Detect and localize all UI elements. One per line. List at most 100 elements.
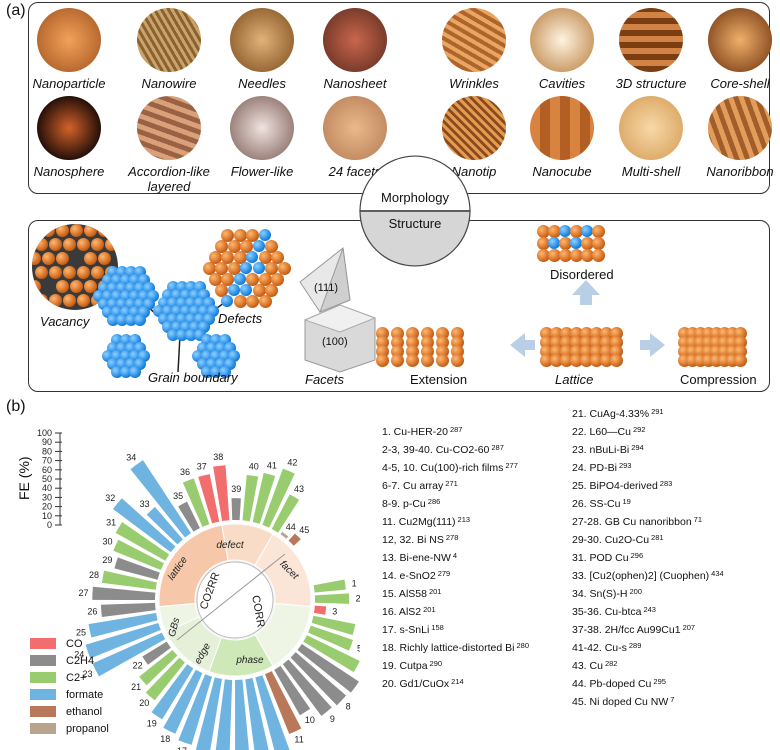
morphology-half-circle <box>359 155 471 212</box>
fe-bar-31 <box>115 522 170 561</box>
arrow-to-compression <box>640 333 665 357</box>
reference-text: 34. Sn(S)-H <box>572 588 628 600</box>
reference-citation: 200 <box>629 587 642 596</box>
fe-bar-5 <box>308 625 354 651</box>
fe-bar-label-45: 45 <box>299 525 309 535</box>
fe-bar-label-27: 27 <box>78 588 88 598</box>
cu-atom <box>63 238 76 251</box>
reference-entry: 11. Cu2Mg(111)213 <box>382 513 529 531</box>
dopant-atom <box>133 314 146 326</box>
fe-bar-11 <box>265 671 302 735</box>
cu-atom <box>35 266 48 279</box>
fe-bar-38 <box>213 465 230 522</box>
cu-atom <box>592 249 605 262</box>
cu-atom <box>84 224 97 237</box>
reference-citation: 286 <box>427 497 441 506</box>
dopant-atom <box>581 225 593 237</box>
fe-bar-13 <box>245 678 269 750</box>
dopant-atom <box>227 284 240 296</box>
morphology-caption: Nanoparticle <box>32 76 106 91</box>
cu-atom <box>98 224 111 237</box>
reference-citation: 294 <box>631 443 644 452</box>
fe-bar-9 <box>282 659 332 716</box>
cu-atom <box>77 294 90 307</box>
morphology-thumbnail-flower-like <box>230 96 294 160</box>
cu-atom <box>49 294 62 307</box>
cu-atom <box>570 225 583 238</box>
cu-atom <box>271 251 285 264</box>
morphology-thumbnail-cavities <box>530 8 594 72</box>
morphology-caption: Nanotip <box>451 164 497 179</box>
reference-text: 22. L60—Cu <box>572 426 631 438</box>
reference-text: 19. Cutpa <box>382 660 428 672</box>
cu-atom <box>208 251 222 264</box>
fe-bar-28 <box>101 570 157 590</box>
fe-axis-tick-label: 0 <box>47 520 52 530</box>
morphology-caption: Accordion-like layered <box>128 164 210 194</box>
cu-atom <box>91 266 104 279</box>
label-gbs: GBs <box>167 617 183 639</box>
cu-atom <box>70 280 83 293</box>
reference-citation: 291 <box>651 407 664 416</box>
dopant-atom <box>233 273 246 285</box>
morphology-caption: Flower-like <box>230 164 294 179</box>
reference-entry: 21. CuAg-4.33%291 <box>572 405 724 423</box>
reference-citation: 281 <box>651 533 664 542</box>
reference-text: 37-38. 2H/fcc Au99Cu1 <box>572 624 681 636</box>
fe-bar-44 <box>280 531 289 539</box>
morphology-caption: Nanoribbon <box>706 164 774 179</box>
legend-swatch <box>30 672 56 683</box>
cu-atom <box>63 266 76 279</box>
fe-bar-39 <box>231 498 241 521</box>
fe-bar-27 <box>92 586 156 600</box>
reference-citation: 278 <box>445 533 459 542</box>
cu-atom <box>537 249 550 262</box>
reference-citation: 292 <box>632 425 646 434</box>
cu-atom <box>77 238 90 251</box>
fe-bar-42 <box>262 468 295 528</box>
legend-item: C2H4 <box>30 652 109 669</box>
reference-text: 8-9. p-Cu <box>382 498 426 510</box>
fe-bar-1 <box>313 579 346 593</box>
morphology-caption: Multi-shell <box>621 164 681 179</box>
reference-text: 43. Cu <box>572 660 603 672</box>
morphology-thumbnail-wrinkles <box>442 8 506 72</box>
legend-swatch <box>30 655 56 666</box>
cu-atom <box>258 251 272 264</box>
cu-atom <box>271 273 285 286</box>
fe-axis-tick-label: 70 <box>42 456 52 466</box>
cu-atom <box>376 354 389 367</box>
cu-atom <box>246 273 260 286</box>
fe-bar-label-40: 40 <box>249 462 259 472</box>
reference-citation: 282 <box>604 659 618 668</box>
legend-label: propanol <box>66 722 109 735</box>
fe-axis-tick-label: 40 <box>42 483 52 493</box>
cu-atom <box>559 237 572 250</box>
cu-atom <box>590 354 603 367</box>
reference-text: 33. [Cu2(ophen)2] (Cuophen) <box>572 570 710 582</box>
fe-bar-label-22: 22 <box>133 661 143 671</box>
reference-citation: 296 <box>630 551 644 560</box>
cu-atom <box>49 238 62 251</box>
fe-bar-label-31: 31 <box>106 518 116 528</box>
structure-half-circle <box>359 210 471 267</box>
reference-text: 4-5, 10. Cu(100)-rich films <box>382 462 504 474</box>
fe-bar-30 <box>113 539 164 570</box>
fe-bar-7 <box>297 643 359 693</box>
fe-bar-35 <box>178 501 200 532</box>
cu-atom <box>202 262 216 275</box>
fe-axis-tick-label: 60 <box>42 465 52 475</box>
cu-atom <box>70 224 83 237</box>
cu-atom <box>600 354 613 367</box>
fe-bar-41 <box>252 472 276 524</box>
